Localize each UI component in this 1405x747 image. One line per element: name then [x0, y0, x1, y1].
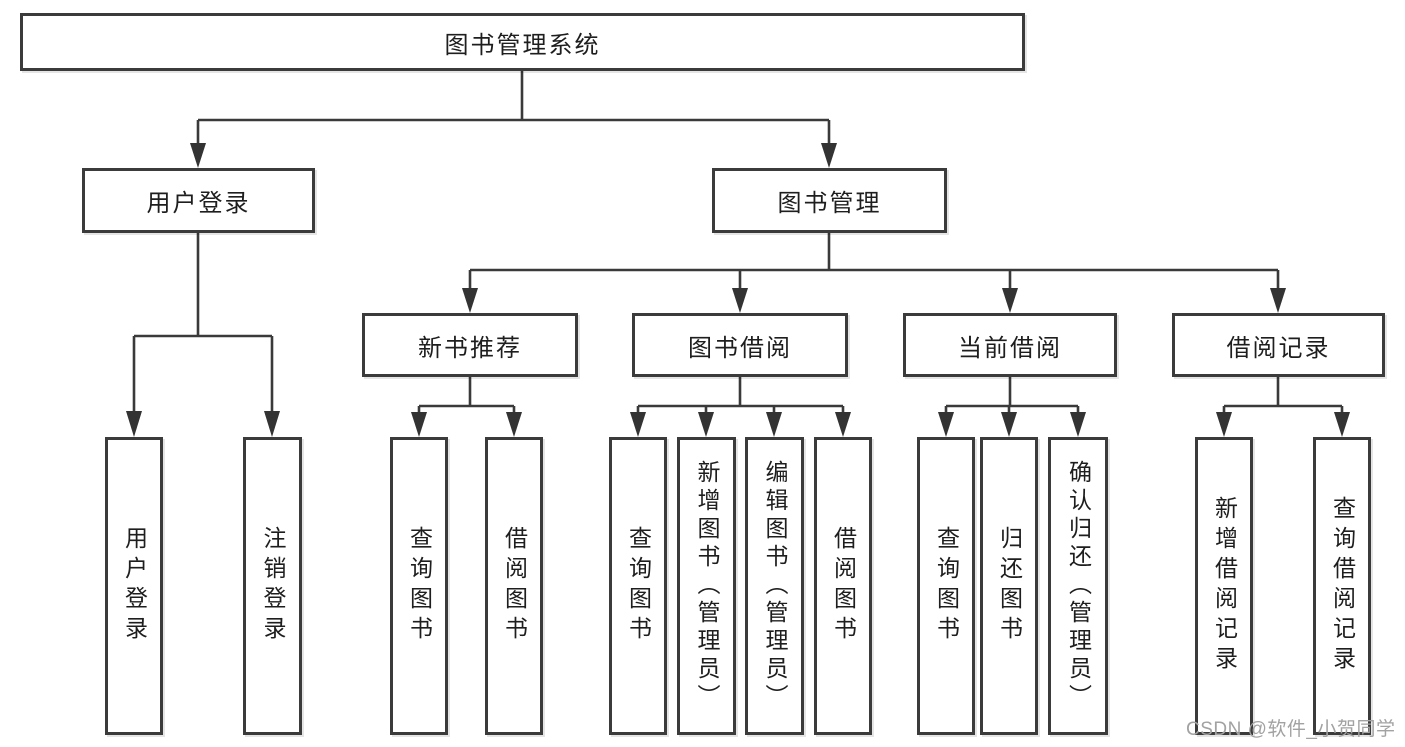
leaf-query-books-current: 查询图书	[917, 437, 975, 735]
node-new-book-recommendation: 新书推荐	[362, 313, 578, 377]
leaf-user-login: 用户登录	[105, 437, 163, 735]
edge-user-login-children	[126, 233, 280, 437]
node-label: 查询图书	[406, 526, 433, 646]
node-label: 查询借阅记录	[1329, 496, 1356, 676]
node-library-system: 图书管理系统	[20, 13, 1025, 71]
node-book-borrowing: 图书借阅	[632, 313, 848, 377]
node-label: 借阅图书	[830, 526, 857, 646]
node-label: 编辑图书（管理员）	[762, 460, 788, 712]
leaf-query-books-borrowing: 查询图书	[609, 437, 667, 735]
leaf-edit-book-admin: 编辑图书（管理员）	[745, 437, 804, 735]
edge-current-borrowing-children	[938, 377, 1086, 437]
leaf-add-borrow-record: 新增借阅记录	[1195, 437, 1253, 735]
node-label: 当前借阅	[958, 334, 1062, 362]
node-book-management: 图书管理	[712, 168, 947, 233]
node-label: 图书管理	[777, 190, 882, 217]
node-label: 用户登录	[146, 190, 251, 217]
leaf-add-book-admin: 新增图书（管理员）	[677, 437, 736, 735]
leaf-borrow-books-borrowing: 借阅图书	[814, 437, 872, 735]
leaf-return-book: 归还图书	[980, 437, 1038, 735]
node-user-login: 用户登录	[82, 168, 315, 233]
node-borrowing-records: 借阅记录	[1172, 313, 1385, 377]
edge-book-management-to-level3	[462, 233, 1286, 313]
node-label: 查询图书	[933, 526, 960, 646]
node-label: 图书管理系统	[444, 31, 601, 59]
edge-new-book-recommendation-children	[411, 377, 522, 437]
leaf-logout: 注销登录	[243, 437, 302, 735]
node-label: 查询图书	[625, 526, 652, 646]
leaf-query-books-recommend: 查询图书	[390, 437, 448, 735]
node-label: 确认归还（管理员）	[1065, 460, 1092, 712]
node-label: 归还图书	[996, 526, 1023, 646]
node-label: 注销登录	[260, 526, 286, 646]
leaf-borrow-books-recommend: 借阅图书	[485, 437, 543, 735]
node-label: 用户登录	[121, 526, 148, 646]
node-label: 借阅记录	[1226, 334, 1331, 362]
node-label: 新增图书（管理员）	[694, 460, 720, 712]
leaf-confirm-return-admin: 确认归还（管理员）	[1048, 437, 1108, 735]
edge-borrowing-records-children	[1216, 377, 1350, 437]
leaf-query-borrow-record: 查询借阅记录	[1313, 437, 1371, 735]
csdn-watermark: CSDN @软件_小贺同学	[1186, 719, 1396, 740]
node-label: 图书借阅	[688, 334, 792, 362]
node-current-borrowing: 当前借阅	[903, 313, 1117, 377]
edge-book-borrowing-children	[630, 377, 851, 437]
edge-root-to-level2	[190, 70, 837, 168]
node-label: 新增借阅记录	[1211, 496, 1238, 676]
node-label: 新书推荐	[418, 334, 522, 362]
node-label: 借阅图书	[501, 526, 528, 646]
